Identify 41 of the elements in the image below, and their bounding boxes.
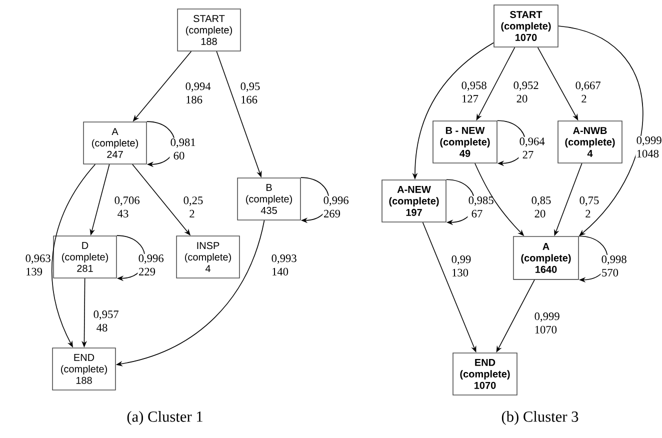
edge-label: 0,996 269 — [322, 196, 348, 218]
edge-label: 0,958 127 — [460, 80, 486, 104]
edge-label: 0,75 2 — [578, 196, 599, 218]
edge-label: 0,706 43 — [114, 196, 140, 218]
edge-label: 0,85 20 — [530, 196, 551, 218]
edge-label: 0,963 139 — [24, 254, 50, 276]
process-box: END (complete) 1070 — [452, 352, 518, 396]
self-loop-arrow — [116, 235, 146, 282]
edge-label: 0,957 48 — [92, 310, 118, 332]
process-box: INSP (complete) 4 — [176, 236, 240, 278]
process-box: END (complete) 188 — [52, 348, 116, 390]
edge-label: 0,25 2 — [182, 196, 203, 218]
edge-label: 0,998 570 — [600, 254, 626, 278]
edge-label: 0,964 27 — [518, 136, 545, 160]
self-loop-arrow — [446, 179, 475, 226]
edge-label: 0,981 60 — [170, 138, 196, 160]
self-loop-arrow — [497, 120, 526, 166]
edge-label: 0,996 229 — [138, 254, 164, 276]
process-box: B (complete) 435 — [237, 178, 301, 220]
process-box: A-NEW (complete) 197 — [382, 180, 446, 222]
edge-label: 0,95 166 — [240, 82, 260, 104]
edge-label: 0,999 1070 — [534, 312, 560, 334]
process-box: A (complete) 1640 — [513, 236, 579, 280]
edge-label: 0,999 1048 — [636, 136, 662, 158]
self-loop-arrow — [146, 121, 176, 168]
process-box: B - NEW (complete) 49 — [432, 120, 498, 164]
caption: (a) Cluster 1 — [127, 411, 202, 425]
edge-label: 0,99 130 — [450, 254, 471, 278]
caption: (b) Cluster 3 — [502, 411, 578, 425]
edge-label: 0,993 140 — [270, 254, 296, 276]
edge-label: 0,985 67 — [468, 196, 494, 218]
self-loop-arrow — [300, 177, 330, 224]
edge-label: 0,952 20 — [512, 80, 538, 104]
process-box: D (complete) 281 — [53, 236, 117, 278]
process-box: A (complete) 247 — [83, 122, 147, 164]
self-loop-arrow — [578, 236, 608, 283]
edge-label: 0,667 2 — [574, 80, 600, 104]
process-box: START (complete) 1070 — [494, 4, 558, 48]
edge-label: 0,994 186 — [184, 82, 211, 104]
process-box: A-NWB (complete) 4 — [558, 120, 622, 164]
process-box: START (complete) 188 — [177, 8, 241, 52]
